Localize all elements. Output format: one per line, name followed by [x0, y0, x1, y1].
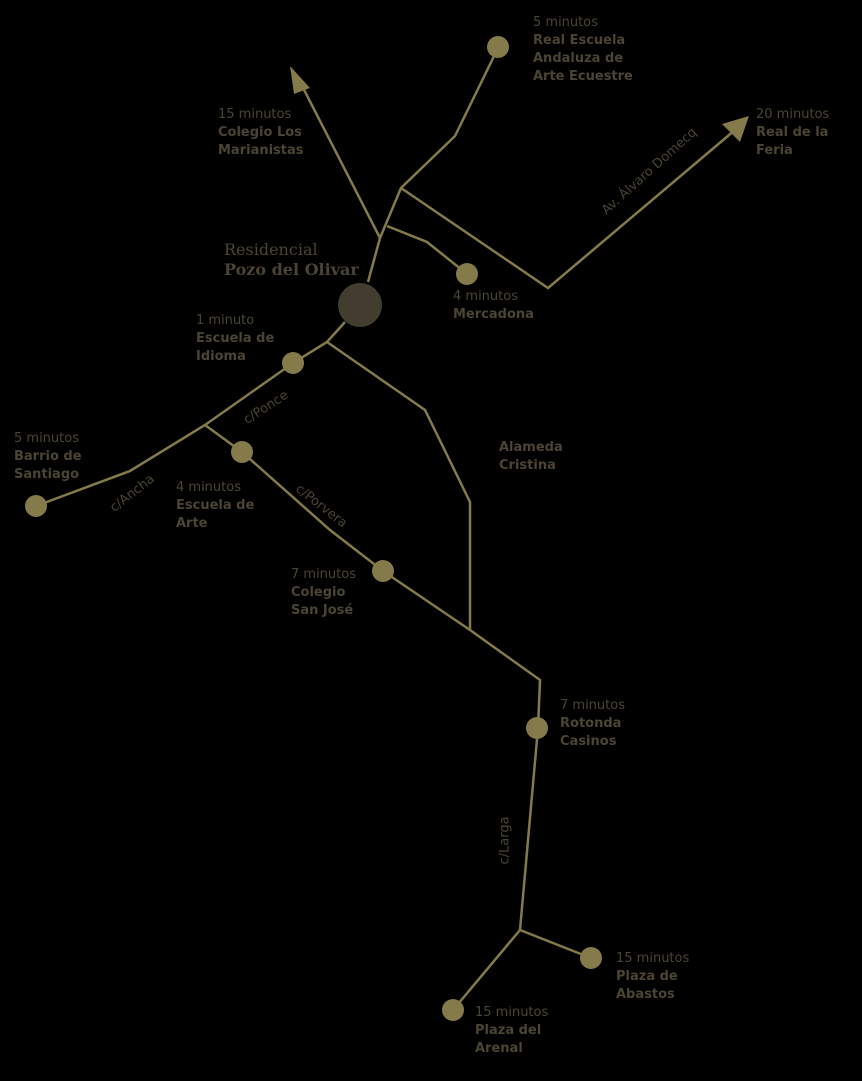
label-escuela-arte: 4 minutos Escuela de Arte: [176, 480, 255, 531]
label-colegio-marianistas: 15 minutos Colegio Los Marianistas: [218, 107, 304, 158]
label-escuela-idioma: 1 minuto Escuela de Idioma: [196, 313, 275, 364]
stop-plaza-arenal: [442, 999, 464, 1021]
home-marker-icon: [338, 283, 382, 327]
stop-escuela-arte: [231, 441, 253, 463]
route-ponce-ancha: [35, 321, 346, 508]
label-colegio-san-jose: 7 minutos Colegio San José: [291, 567, 356, 618]
stop-barrio-santiago: [25, 495, 47, 517]
stop-rotonda-casinos: [526, 717, 548, 739]
route-alvaro-domecq: [400, 129, 736, 290]
label-real-escuela: 5 minutos Real Escuela Andaluza de Arte …: [533, 15, 633, 84]
route-marianistas: [296, 77, 382, 239]
route-porvera: [204, 423, 542, 1011]
stop-mercadona: [456, 263, 478, 285]
label-barrio-santiago: 5 minutos Barrio de Santiago: [14, 431, 82, 482]
label-plaza-arenal: 15 minutos Plaza del Arenal: [475, 1005, 549, 1056]
stop-colegio-san-jose: [372, 560, 394, 582]
home-label: Residencial Pozo del Olivar: [224, 240, 359, 279]
arrow-marianistas-icon: [290, 66, 310, 94]
label-plaza-abastos: 15 minutos Plaza de Abastos: [616, 951, 690, 1002]
street-larga: c/Larga: [497, 816, 513, 865]
route-mercadona: [386, 224, 468, 275]
label-rotonda-casinos: 7 minutos Rotonda Casinos: [560, 698, 625, 749]
route-abastos: [519, 928, 592, 960]
arrow-feria-icon: [722, 116, 749, 142]
stop-escuela-idioma: [282, 352, 304, 374]
stop-plaza-abastos: [580, 947, 602, 969]
label-mercadona: 4 minutos Mercadona: [453, 289, 534, 322]
stop-real-escuela: [487, 36, 509, 58]
label-real-feria: 20 minutos Real de la Feria: [756, 107, 830, 158]
route-alameda: [326, 340, 472, 630]
label-alameda-cristina: Alameda Cristina: [499, 440, 563, 473]
